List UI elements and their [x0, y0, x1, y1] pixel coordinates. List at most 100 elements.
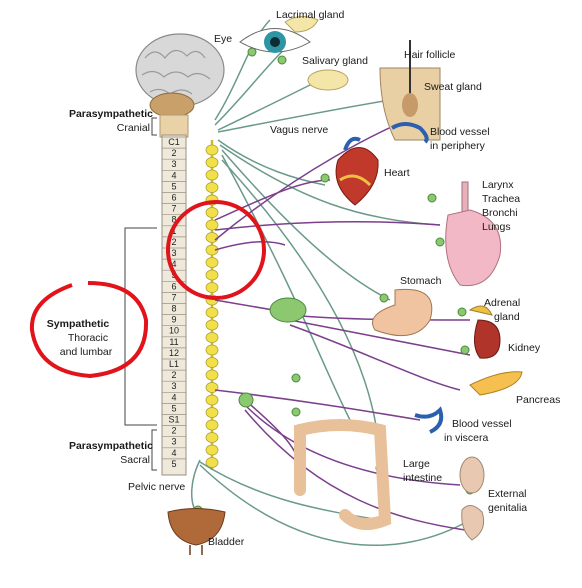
vertebra-label: 8 [171, 303, 176, 313]
skin-hair-follicle-organ [379, 40, 441, 144]
salivary-gland-organ [307, 69, 349, 91]
hair-follicle-label: Hair follicle [404, 49, 456, 61]
blood-vessel-viscera-label-1: Blood vessel [452, 418, 512, 430]
kidney-label: Kidney [508, 342, 541, 354]
chain-ganglion [205, 144, 219, 156]
vertebra-label: 2 [171, 426, 176, 436]
chain-ganglion [205, 382, 219, 393]
chain-ganglion [205, 157, 219, 168]
chain-ganglion [205, 219, 219, 231]
labels: Parasympathetic Cranial Sympathetic Thor… [47, 9, 561, 548]
vertebra-label: 2 [171, 237, 176, 247]
bronchi-label: Bronchi [482, 207, 518, 219]
blood-vessel-viscera-label-2: in viscera [444, 432, 489, 444]
chain-ganglion [205, 344, 219, 356]
chain-ganglion [205, 257, 219, 268]
chain-ganglion [205, 207, 219, 218]
chain-ganglion [205, 369, 219, 381]
sympathetic-sub2: and lumbar [60, 346, 113, 358]
vertebra-label: 4 [171, 392, 176, 402]
vertebra-label: 5 [171, 459, 176, 469]
trachea-label: Trachea [482, 193, 520, 205]
larynx-label: Larynx [482, 179, 514, 191]
sympathetic-chain [205, 140, 219, 470]
brain [135, 33, 225, 118]
chain-ganglion [205, 269, 219, 281]
chain-ganglion [205, 432, 219, 443]
vertebra-label: 6 [171, 281, 176, 291]
external-genitalia-label-2: genitalia [488, 502, 527, 514]
chain-ganglion [205, 319, 219, 331]
vertebra-label: 2 [171, 370, 176, 380]
adrenal-label-2: gland [494, 311, 520, 323]
vertebra-label: 4 [171, 259, 176, 269]
eye [239, 28, 311, 53]
chain-ganglion [205, 282, 219, 293]
chain-ganglion [205, 307, 219, 318]
heart-label: Heart [384, 167, 410, 179]
eye-label: Eye [214, 33, 232, 45]
chain-ganglion [205, 394, 219, 406]
chain-ganglion [205, 332, 219, 343]
vertebra-label: 6 [171, 192, 176, 202]
bladder-label: Bladder [208, 536, 245, 548]
chain-ganglion [205, 419, 219, 431]
chain-ganglion [205, 357, 219, 368]
sympathetic-title: Sympathetic [47, 318, 110, 330]
vertebra-label: 3 [171, 159, 176, 169]
vertebra-label: 11 [169, 337, 178, 347]
vertebra-label: 9 [171, 315, 176, 325]
viscera-vessel-organ [414, 406, 444, 434]
parasympathetic-sacral-title: Parasympathetic [69, 440, 153, 452]
vertebra-label: 8 [171, 215, 176, 225]
pelvic-nerve-label: Pelvic nerve [128, 481, 185, 493]
chain-ganglion [205, 182, 219, 193]
chain-ganglion [205, 457, 219, 468]
highlight-circles [29, 200, 266, 379]
lungs-organ [445, 181, 502, 287]
parasympathetic-cranial-sub: Cranial [117, 122, 150, 134]
salivary-gland-label: Salivary gland [302, 55, 368, 67]
vertebra-label: 5 [171, 181, 176, 191]
vertebra-label: 3 [171, 437, 176, 447]
lacrimal-gland-organ [284, 16, 319, 33]
bladder-organ [167, 508, 226, 555]
chain-ganglion [205, 444, 219, 456]
pancreas-label: Pancreas [516, 394, 560, 406]
vertebra-label: 5 [171, 403, 176, 413]
vertebra-label: 3 [171, 381, 176, 391]
stomach-organ [372, 288, 433, 337]
vertebra-label: S1 [168, 414, 179, 424]
vertebra-label: 2 [171, 148, 176, 158]
external-genitalia-label-1: External [488, 488, 527, 500]
stomach-label: Stomach [400, 275, 442, 287]
vertebra-label: 3 [171, 248, 176, 258]
genitalia-organ [459, 456, 485, 541]
chain-ganglion [205, 232, 219, 243]
chain-ganglion [205, 244, 219, 256]
vagus-nerve-label: Vagus nerve [270, 124, 328, 136]
blood-vessel-periphery-label-1: Blood vessel [430, 126, 490, 138]
vertebra-label: 4 [171, 448, 176, 458]
large-intestine-label-2: intestine [403, 472, 442, 484]
adrenal-label-1: Adrenal [484, 297, 520, 309]
chain-ganglion [205, 169, 219, 181]
vertebra-label: 7 [171, 292, 176, 302]
parasympathetic-sacral-sub: Sacral [120, 454, 150, 466]
large-intestine-organ [294, 419, 392, 530]
adrenal-kidney-organ [468, 305, 501, 359]
blood-vessel-periphery-label-2: in periphery [430, 140, 486, 152]
chain-ganglion [205, 407, 219, 418]
vertebra-label: 7 [171, 204, 176, 214]
large-intestine-label-1: Large [403, 458, 430, 470]
pancreas-organ [469, 371, 523, 396]
vertebra-label: L1 [169, 359, 179, 369]
parasympathetic-cranial-title: Parasympathetic [69, 108, 153, 120]
vertebra-label: 10 [169, 326, 179, 336]
vertebra-label: 12 [169, 348, 179, 358]
lungs-label: Lungs [482, 221, 511, 233]
sympathetic-sub1: Thoracic [68, 332, 108, 344]
sweat-gland-label: Sweat gland [424, 81, 482, 93]
